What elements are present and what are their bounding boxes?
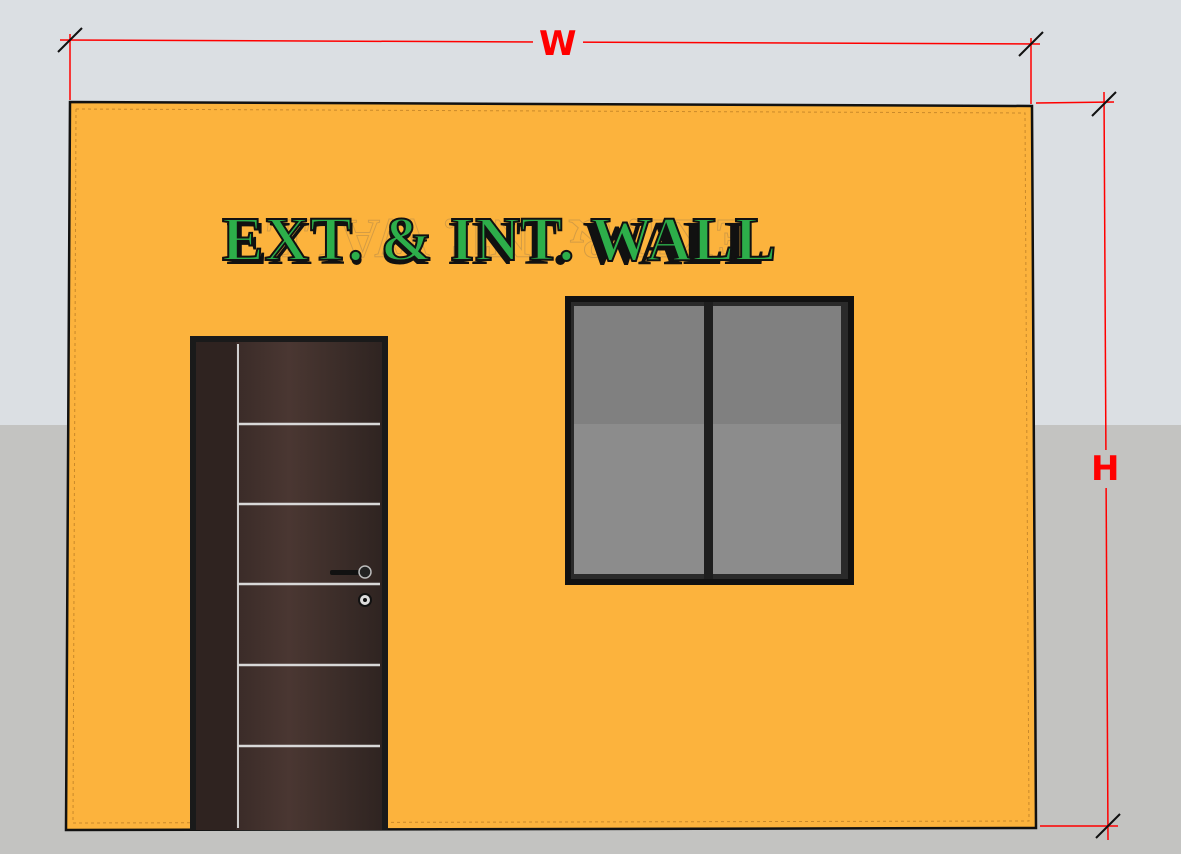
height-dimension-ticks: [1091, 91, 1121, 839]
width-dimension-ticks: [57, 27, 1044, 57]
door-grooves: [238, 422, 380, 748]
window[interactable]: [565, 296, 854, 585]
mirror-title-text: EXT. & INT. WALL: [265, 207, 752, 269]
window-mullion: [704, 302, 713, 579]
door-side-panel: [196, 342, 236, 830]
door[interactable]: [190, 336, 388, 830]
width-label: W: [533, 27, 583, 61]
door-lock-icon: [358, 593, 372, 607]
height-label: H: [1089, 449, 1122, 489]
title-shadow: EXT. & INT. WALL: [226, 210, 765, 278]
door-handle-icon[interactable]: [330, 565, 372, 579]
wall-title: EXT. & INT. WALL: [222, 206, 777, 274]
